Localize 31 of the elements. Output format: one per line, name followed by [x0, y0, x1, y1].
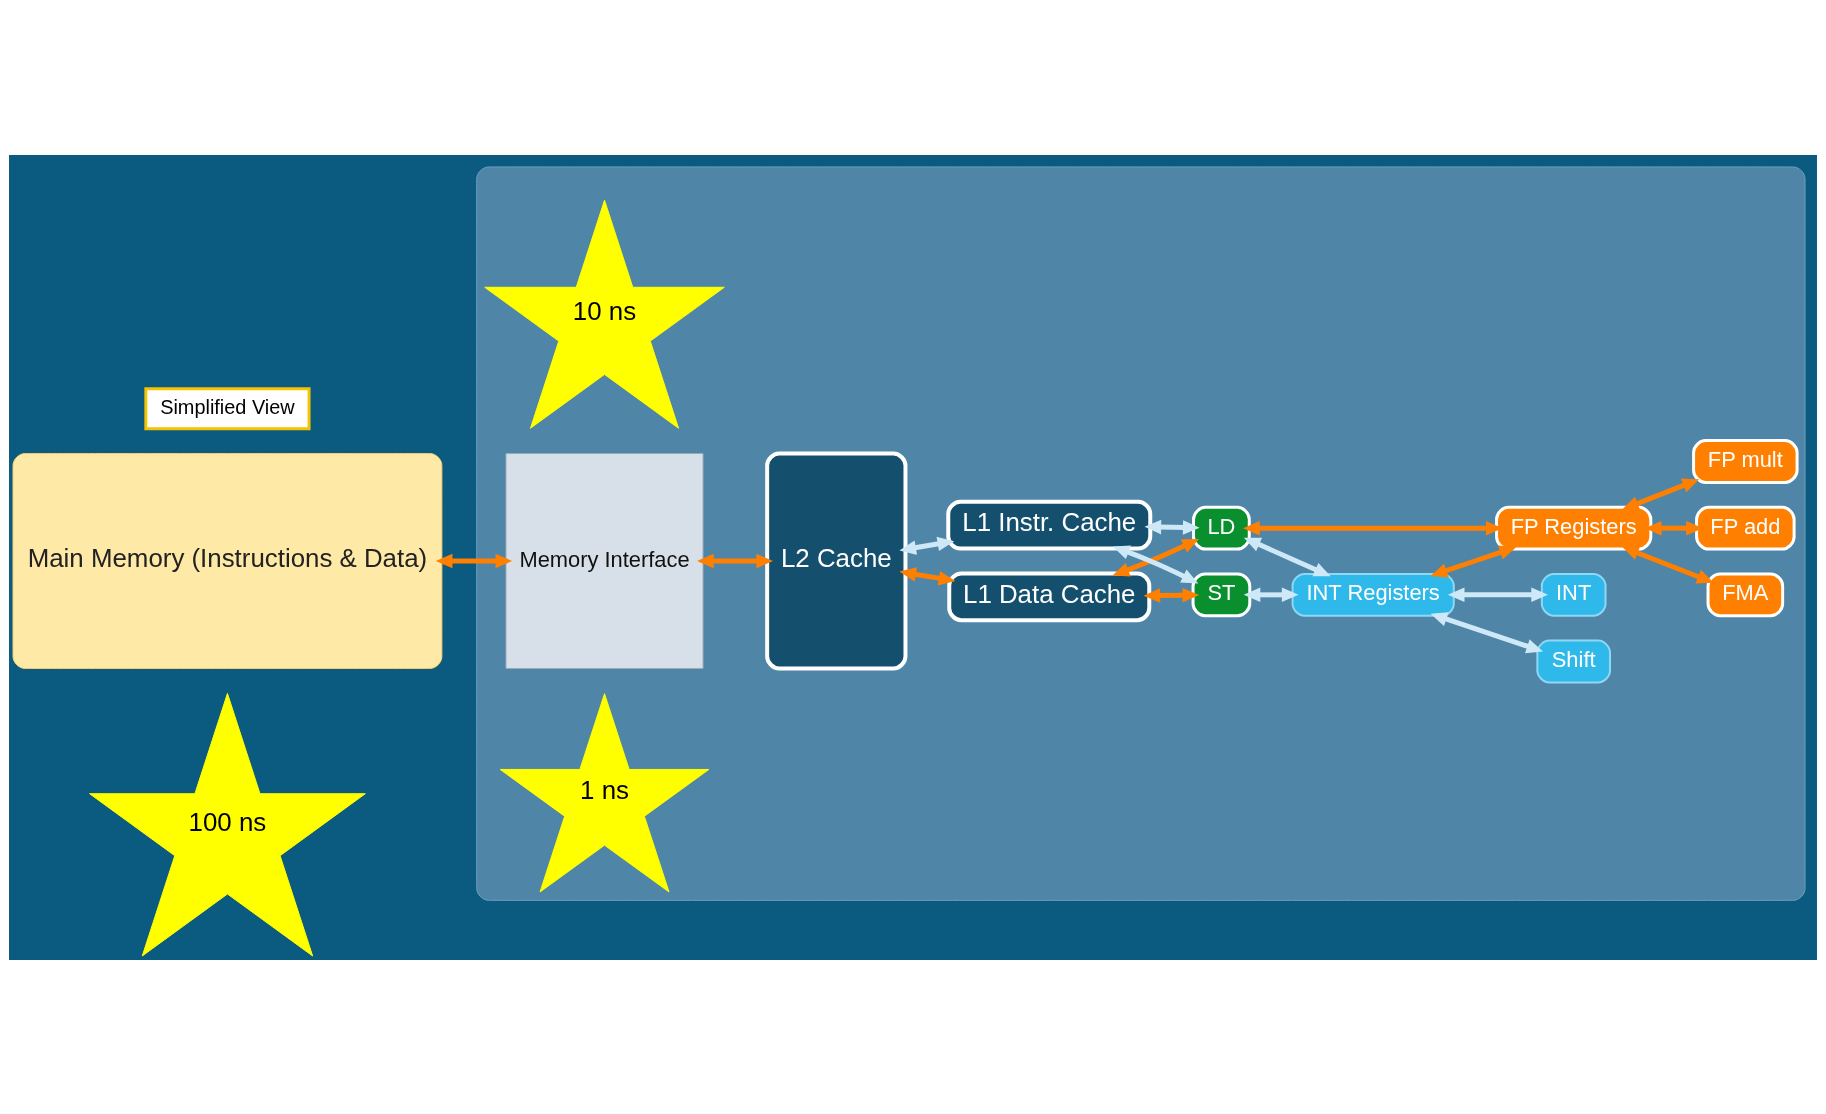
- node-box: Main Memory (Instructions & Data): [12, 452, 443, 669]
- node-box: Memory Interface: [505, 452, 704, 669]
- arrow: [1430, 611, 1544, 653]
- node-box: INT Registers: [1291, 572, 1455, 617]
- arrow: [899, 536, 955, 555]
- cluster: [476, 165, 1806, 901]
- node-box: L2 Cache: [765, 451, 908, 670]
- arrow: [697, 553, 773, 568]
- node-box: Shift: [1536, 639, 1611, 683]
- node-box: Simplified View: [144, 386, 311, 430]
- node-box: FP mult: [1692, 438, 1799, 484]
- arrow: [899, 566, 956, 585]
- node-box: INT: [1540, 572, 1607, 617]
- node-box: FP add: [1695, 505, 1796, 551]
- node-box: L1 Instr. Cache: [946, 499, 1153, 551]
- arrow: [1430, 545, 1517, 577]
- arrow: [1622, 478, 1700, 510]
- arrow: [1112, 538, 1199, 577]
- arrow: [1243, 587, 1299, 602]
- arrow: [1144, 519, 1200, 535]
- arrow: [435, 553, 513, 568]
- node-box: FP Registers: [1495, 505, 1653, 551]
- arrow: [1447, 587, 1548, 602]
- node-box: L1 Data Cache: [947, 570, 1152, 622]
- arrow: [1143, 587, 1200, 603]
- arrow: [1622, 545, 1714, 583]
- arrow: [1112, 544, 1199, 583]
- node-box: ST: [1191, 571, 1252, 617]
- node-box: LD: [1192, 505, 1251, 551]
- arrow: [1243, 537, 1331, 576]
- node-box: FMA: [1706, 571, 1785, 617]
